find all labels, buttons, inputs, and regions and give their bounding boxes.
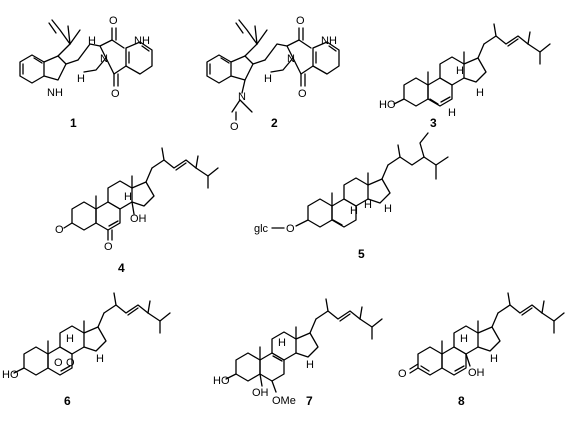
ho-label: HO bbox=[379, 99, 396, 111]
o-label: O bbox=[296, 15, 305, 27]
compound-number: 6 bbox=[64, 394, 71, 408]
nh-label: NH bbox=[321, 35, 337, 47]
compound-number: 5 bbox=[358, 247, 365, 261]
ho-label: HO bbox=[213, 375, 230, 387]
nh-label: NH bbox=[134, 35, 150, 47]
compound-number: 2 bbox=[271, 116, 278, 130]
h-label: H bbox=[66, 333, 74, 345]
structure-2: NH N N H O O O 2 bbox=[206, 15, 340, 133]
o-label: O bbox=[230, 121, 239, 133]
o-label: O bbox=[55, 224, 64, 236]
compound-number: 3 bbox=[430, 116, 437, 130]
h-label: H bbox=[264, 73, 272, 85]
compound-number: 1 bbox=[70, 116, 77, 130]
o-label: O bbox=[111, 88, 120, 100]
h-label: H bbox=[306, 359, 314, 371]
h-label: H bbox=[460, 333, 468, 345]
h-label: H bbox=[490, 353, 498, 365]
h-label: H bbox=[384, 203, 392, 215]
o-label: O bbox=[398, 368, 407, 380]
o-label: O bbox=[104, 241, 113, 253]
structure-1: NH N H NH H O O 1 bbox=[19, 15, 153, 130]
h-label: H bbox=[476, 87, 484, 99]
structure-7: HO OH OMe H H 7 bbox=[213, 298, 383, 408]
o-label: O bbox=[286, 223, 295, 235]
nh-label: NH bbox=[47, 87, 63, 99]
h-label: H bbox=[456, 65, 464, 77]
h-label: H bbox=[350, 205, 358, 217]
compound-number: 7 bbox=[306, 394, 313, 408]
oh-label: OH bbox=[252, 387, 269, 399]
glc-label: glc bbox=[254, 223, 269, 235]
o-label: O bbox=[109, 15, 118, 27]
h-label: H bbox=[278, 337, 286, 349]
n-label: N bbox=[287, 53, 295, 65]
structure-4: O O OH H 4 bbox=[55, 147, 219, 275]
compound-number: 8 bbox=[458, 394, 465, 408]
h-label: H bbox=[88, 35, 96, 47]
structure-5: glc O H H H 5 bbox=[254, 132, 449, 261]
n-label: N bbox=[238, 91, 246, 103]
structure-8: O OH H H 8 bbox=[398, 292, 565, 408]
h-label: H bbox=[96, 353, 104, 365]
o-label: O bbox=[54, 357, 63, 369]
h-label: H bbox=[77, 73, 85, 85]
ho-label: HO bbox=[2, 369, 19, 381]
structure-3: HO H H H 3 bbox=[379, 23, 551, 130]
n-label: N bbox=[100, 53, 108, 65]
ome-label: OMe bbox=[272, 395, 296, 407]
oh-label: OH bbox=[468, 367, 485, 379]
o-label: O bbox=[66, 357, 75, 369]
h-label: H bbox=[124, 191, 132, 203]
o-label: O bbox=[298, 88, 307, 100]
structure-6: HO O O H H 6 bbox=[2, 292, 171, 408]
h-label: H bbox=[364, 199, 372, 211]
h-label: H bbox=[448, 107, 456, 119]
oh-label: OH bbox=[130, 213, 147, 225]
compound-number: 4 bbox=[118, 261, 125, 275]
